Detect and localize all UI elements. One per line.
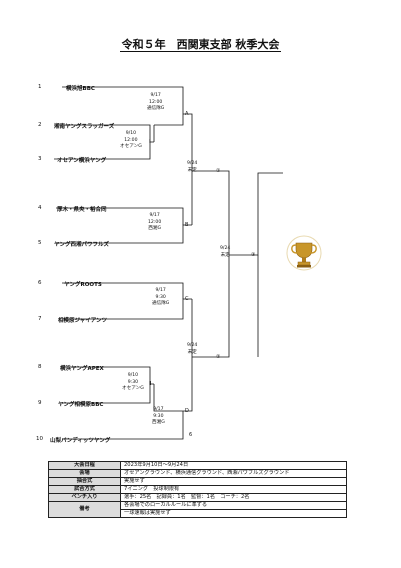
- info-key: 大会日程: [48, 461, 121, 470]
- table-row: 抽合式 実施せず: [48, 477, 347, 486]
- tournament-info-table: 大会日程 2023年9月10日～9月24日 会場 オセアングラウンド、横浜通信グ…: [48, 461, 347, 518]
- team-name: 横浜旭BBC: [66, 86, 95, 92]
- bracket-line: [62, 411, 184, 440]
- team-name: オセアン横浜ヤング: [57, 158, 107, 164]
- team-name: ヤング相模原BBC: [58, 402, 104, 408]
- table-row: 備考 各会場でのローカルルールに準ずる: [48, 501, 347, 518]
- bracket-line: [192, 255, 230, 358]
- table-row: 試合方式 7イニング 投球制限有: [48, 485, 347, 494]
- bracket-line: [54, 141, 154, 160]
- game-label-I: Ⅰ: [149, 139, 151, 145]
- table-row: 会場 オセアングラウンド、横浜通信グラウンド、西湘パワフルズグラウンド: [48, 469, 347, 478]
- team-name: 山梨バンディッツヤング: [50, 438, 111, 444]
- match-info-D: 9/17 9:30 西湘G: [152, 407, 165, 426]
- bracket-line: [192, 170, 230, 255]
- info-key: 会場: [48, 469, 121, 478]
- team-name: ヤングROOTS: [64, 282, 102, 288]
- match-info-I: 9/10 12:00 オセアンG: [120, 131, 142, 150]
- team-number: 2: [38, 122, 42, 128]
- match-info-semifinal-1: 9/24 未定: [187, 161, 198, 173]
- info-key: 抽合式: [48, 477, 121, 486]
- bracket-line: [154, 114, 184, 126]
- team-name: 厚木・県央・裕合同: [57, 207, 107, 213]
- info-value: 各会場でのローカルルールに準ずる: [120, 501, 347, 510]
- game-label-B: B: [185, 222, 189, 228]
- team-number: 6: [38, 280, 42, 286]
- info-value: 2023年9月10日～9月24日: [120, 461, 347, 470]
- game-label-1: ①: [216, 168, 221, 174]
- trophy-icon: [286, 235, 322, 271]
- game-label-D: D: [185, 408, 189, 414]
- table-row: 一球速報は実施せず: [49, 509, 347, 518]
- info-value: 7イニング 投球制限有: [120, 485, 347, 494]
- match-info-semifinal-2: 9/24 未定: [187, 343, 198, 355]
- bracket-line: [153, 384, 183, 412]
- bracket-line: [62, 86, 184, 114]
- info-value: 選手：25名 記録員：1名 監督：1名 コーチ：2名: [120, 493, 347, 502]
- team-number: 10: [36, 436, 43, 442]
- team-number: 8: [38, 364, 42, 370]
- bracket-line: [183, 357, 193, 412]
- match-info-II: 9/10 9:30 オセアンG: [122, 373, 144, 392]
- info-value: オセアングラウンド、横浜通信グラウンド、西湘パワフルズグラウンド: [120, 469, 347, 478]
- team-number: 7: [38, 316, 42, 322]
- match-info-A: 9/17 12:00 通信隊G: [147, 93, 165, 112]
- team-number: 1: [38, 84, 42, 90]
- game-label-A: A: [185, 111, 189, 117]
- game-label-C: C: [185, 296, 189, 302]
- match-info-final: 9/24 未定: [220, 246, 231, 258]
- bracket-line: [56, 224, 192, 244]
- match-info-B: 9/17 12:00 西湘G: [148, 213, 162, 232]
- bracket-line: [56, 207, 184, 225]
- game-label-6: 6: [189, 432, 193, 438]
- info-value: 実施せず: [120, 477, 347, 486]
- bracket-line: [229, 172, 283, 256]
- team-name: ヤング西湘パワフルズ: [54, 242, 110, 248]
- game-label-2: ②: [216, 354, 221, 360]
- bracket-line: [54, 124, 151, 142]
- table-row: 大会日程 2023年9月10日～9月24日: [48, 461, 347, 470]
- table-row: ベンチ入り 選手：25名 記録員：1名 監督：1名 コーチ：2名: [48, 493, 347, 502]
- bracket-line: [62, 366, 151, 384]
- game-label-II: Ⅱ: [149, 381, 152, 387]
- match-info-C: 9/17 9:30 通信隊G: [152, 288, 170, 307]
- bracket-line: [62, 282, 184, 299]
- info-key: 備考: [48, 501, 121, 518]
- bracket-line: [62, 298, 192, 320]
- team-name: 湘南ヤングスラッガーズ: [54, 124, 115, 130]
- team-name: 横浜ヤングAPEX: [60, 366, 104, 372]
- team-name: 相模原ジャイアンツ: [58, 318, 108, 324]
- info-key: 試合方式: [48, 485, 121, 494]
- info-key: ベンチ入り: [48, 493, 121, 502]
- info-value: 一球速報は実施せず: [120, 509, 347, 518]
- team-number: 5: [38, 240, 42, 246]
- bracket-line: [183, 113, 193, 171]
- team-number: 9: [38, 400, 42, 406]
- team-number: 4: [38, 205, 42, 211]
- bracket-line: [62, 383, 154, 404]
- game-label-3: ③: [251, 252, 256, 258]
- page-title: 令和５年 西関東支部 秋季大会: [119, 38, 282, 52]
- team-number: 3: [38, 156, 42, 162]
